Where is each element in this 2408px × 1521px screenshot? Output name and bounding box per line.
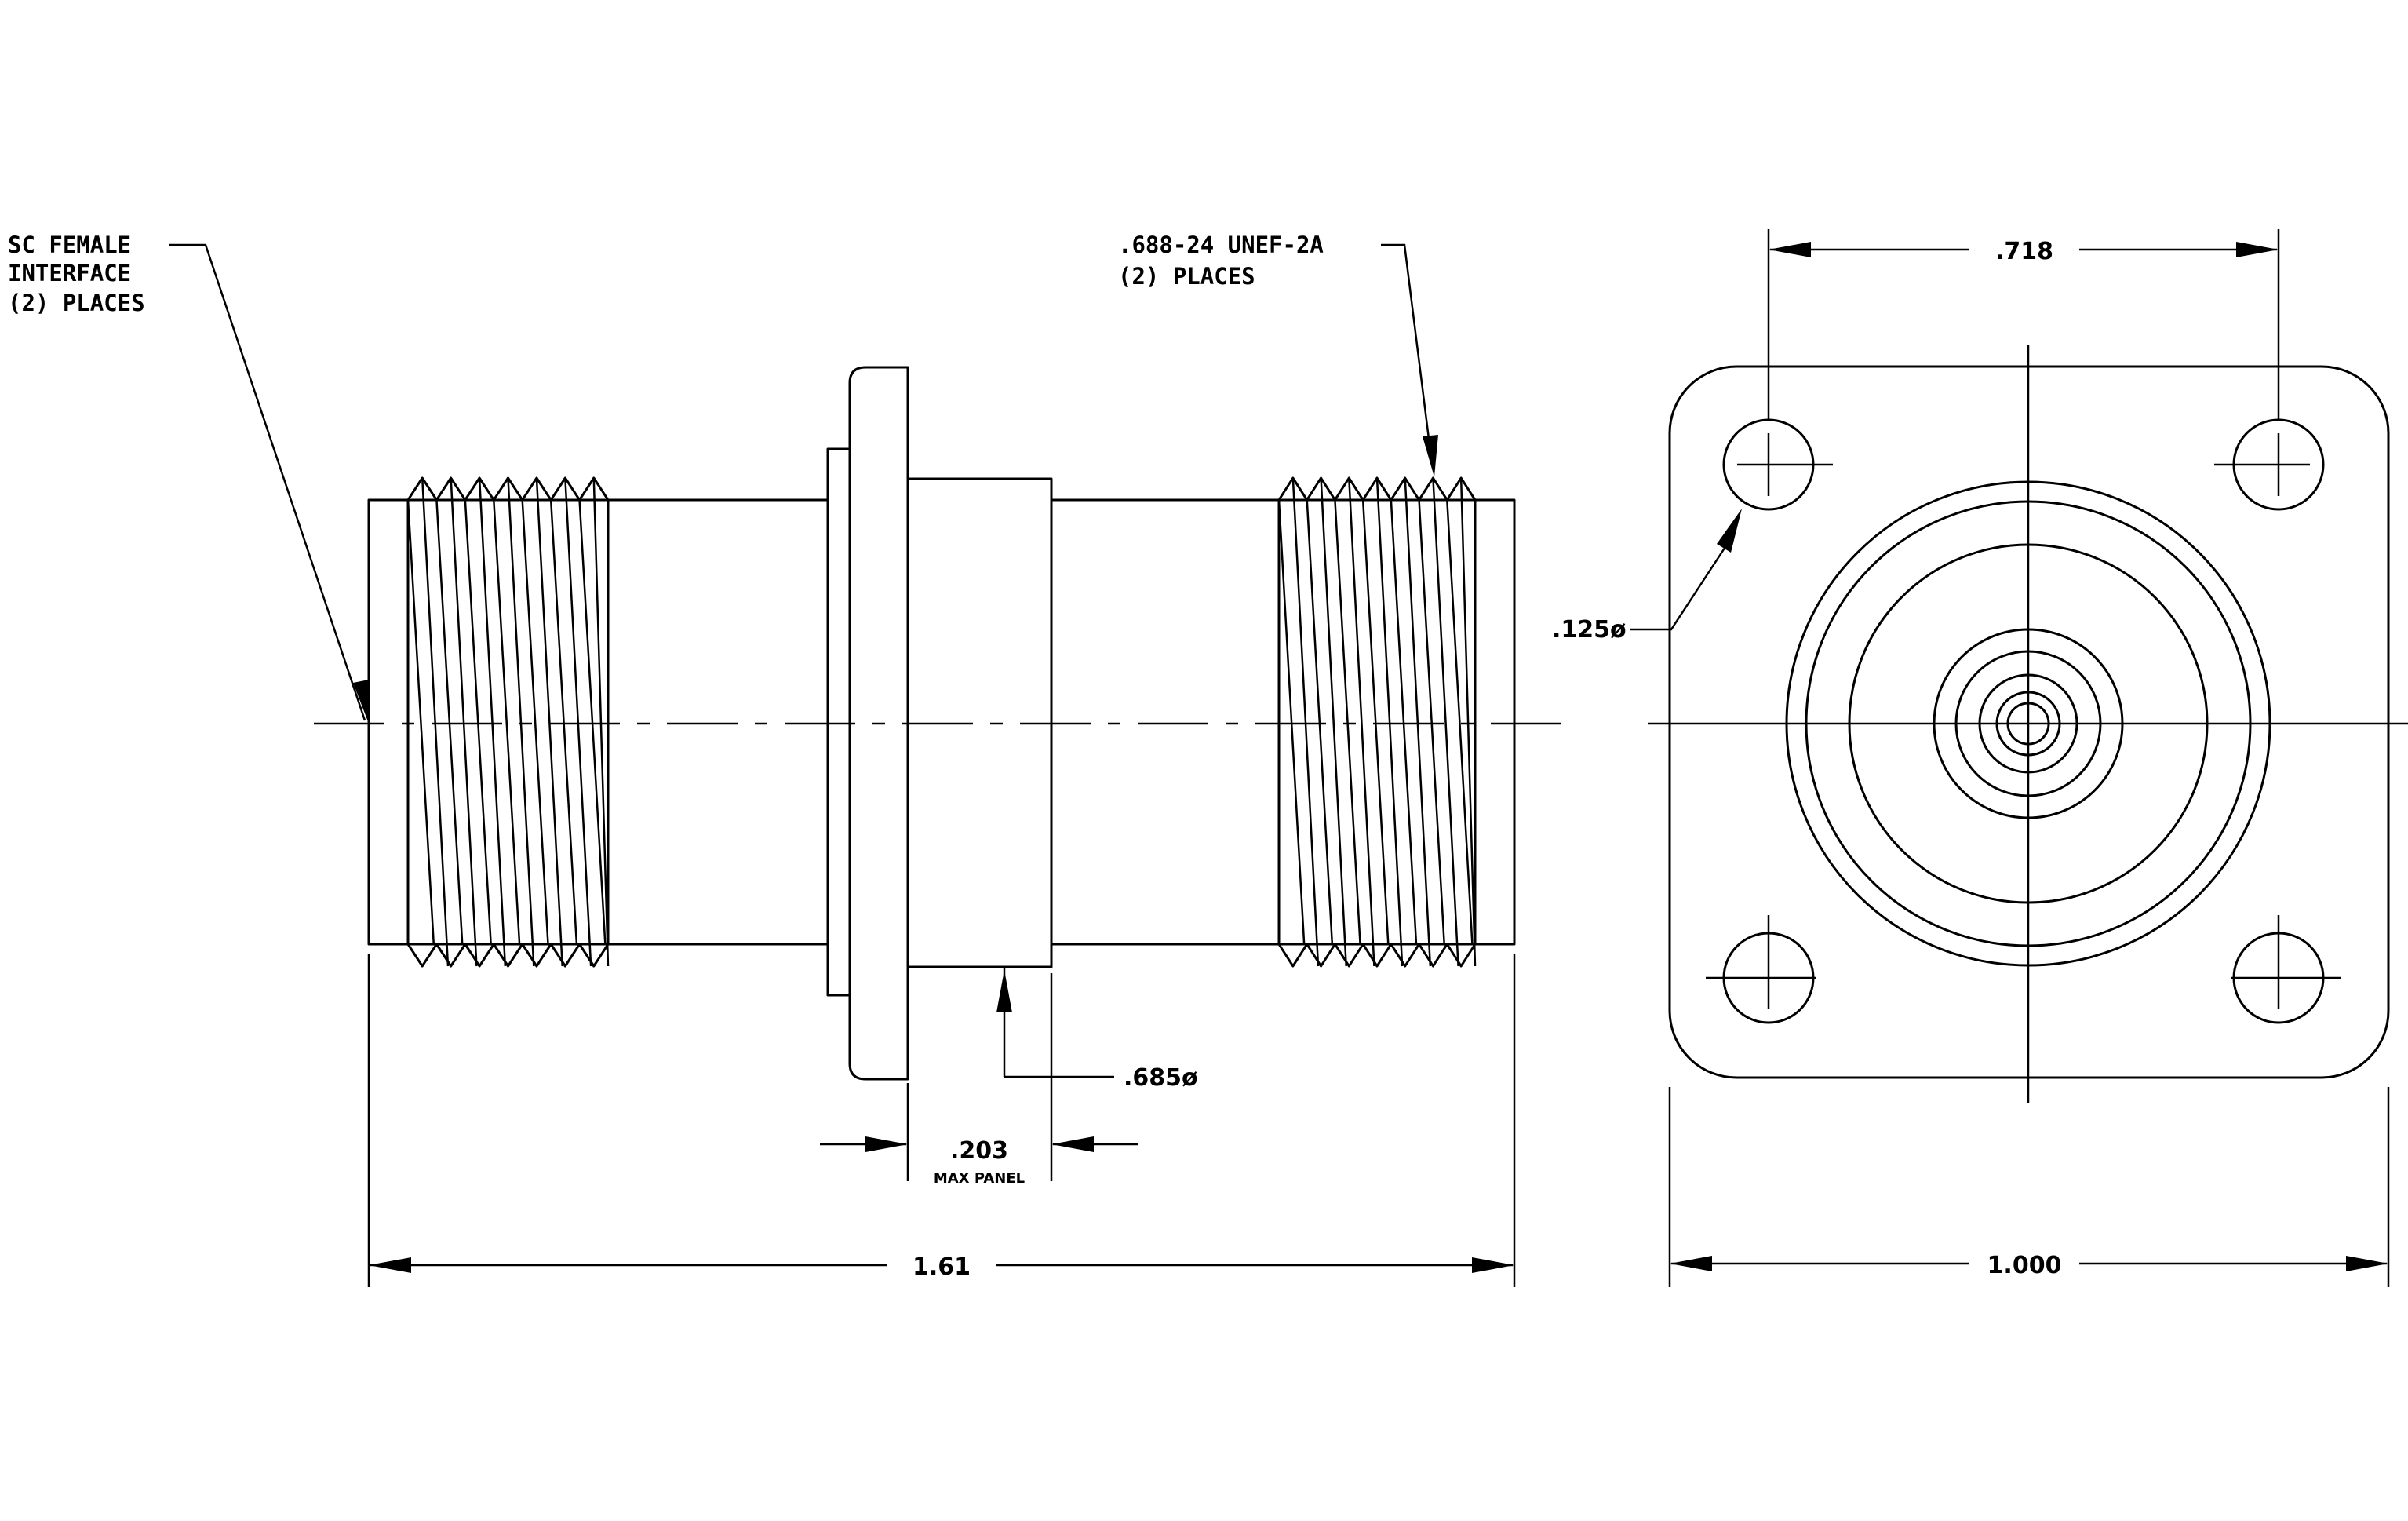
third-ring bbox=[1848, 543, 2209, 904]
contact-ring-outer bbox=[1978, 673, 2078, 774]
inner-ring bbox=[1954, 650, 2102, 797]
interface-callout: SC FEMALE INTERFACE (2) PLACES bbox=[8, 232, 369, 724]
flange-width-label: 1.000 bbox=[1987, 1252, 2062, 1279]
hole-spacing-label: .718 bbox=[1995, 238, 2053, 265]
thread-callout: .688-24 UNEF-2A (2) PLACES bbox=[1118, 232, 1438, 477]
right-thread bbox=[1277, 476, 1477, 968]
thread-callout-line1: .688-24 UNEF-2A bbox=[1118, 232, 1324, 258]
mounting-hole bbox=[2214, 418, 2325, 511]
hole-diameter-label: .125ø bbox=[1552, 616, 1627, 644]
side-view bbox=[314, 366, 1565, 1081]
side-flange bbox=[848, 366, 909, 1081]
left-collar bbox=[367, 498, 410, 946]
panel-dimension-label: .203 bbox=[950, 1137, 1008, 1165]
interface-callout-line3: (2) PLACES bbox=[8, 290, 145, 316]
right-collar bbox=[1474, 498, 1516, 946]
body-diameter-label: .685ø bbox=[1124, 1064, 1198, 1092]
body-diameter-callout: .685ø bbox=[996, 967, 1198, 1092]
mounting-hole bbox=[1706, 915, 1816, 1024]
front-view bbox=[1648, 345, 2408, 1103]
mounting-hole bbox=[1722, 418, 1833, 511]
panel-body bbox=[906, 477, 1053, 968]
hole-diameter-callout: .125ø bbox=[1552, 509, 1742, 644]
overall-length-dimension: 1.61 bbox=[367, 954, 1516, 1287]
interface-arrowhead bbox=[353, 680, 369, 724]
second-ring bbox=[1805, 500, 2252, 947]
panel-dimension-note: MAX PANEL bbox=[934, 1170, 1025, 1187]
flange-step bbox=[826, 447, 851, 997]
outer-ring bbox=[1785, 480, 2271, 967]
center-contact bbox=[2006, 702, 2050, 746]
contact-ring bbox=[1995, 691, 2061, 757]
dielectric-ring bbox=[1933, 628, 2124, 819]
thread-arrowhead bbox=[1423, 435, 1438, 477]
mounting-hole bbox=[2231, 915, 2341, 1024]
interface-callout-line1: SC FEMALE bbox=[8, 232, 131, 258]
panel-dimension: .203 MAX PANEL bbox=[820, 973, 1138, 1187]
overall-length-label: 1.61 bbox=[913, 1253, 971, 1281]
hole-spacing-dimension: .718 bbox=[1767, 229, 2280, 420]
left-thread bbox=[406, 476, 610, 968]
flange-width-dimension: 1.000 bbox=[1668, 1087, 2390, 1287]
interface-callout-line2: INTERFACE bbox=[8, 260, 131, 286]
thread-callout-line2: (2) PLACES bbox=[1118, 263, 1255, 290]
